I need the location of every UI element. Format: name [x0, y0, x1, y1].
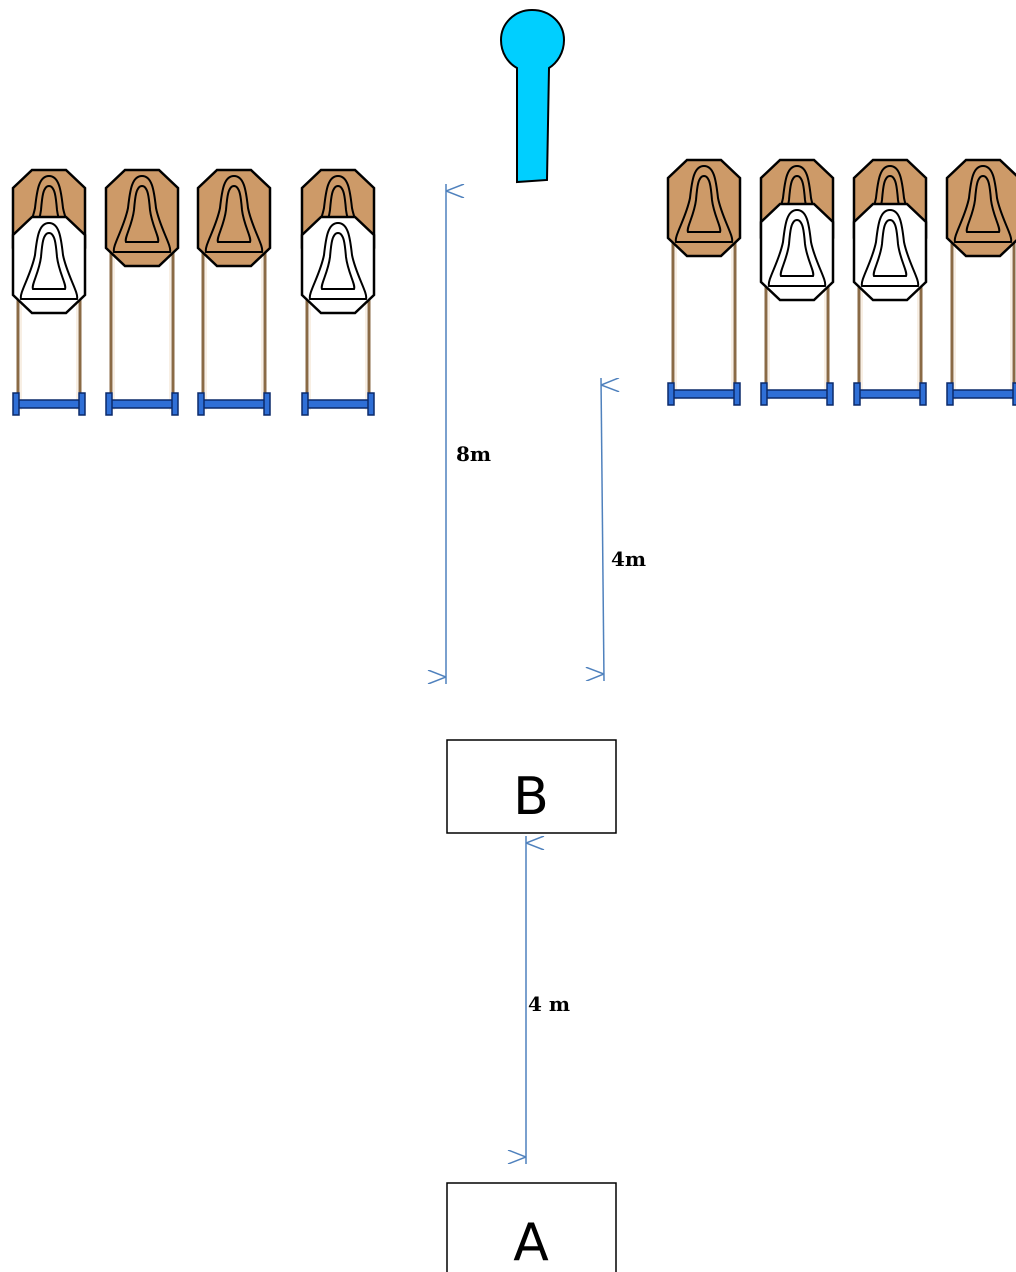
distance-label-b-to-a: 4 m: [528, 992, 570, 1016]
brown-octagon-target-icon: [666, 158, 742, 258]
left-target-group: [11, 168, 376, 417]
distance-label-4m: 4m: [611, 547, 646, 571]
popper-target-icon: [499, 8, 566, 184]
white-octagon-target-icon: [759, 202, 835, 302]
brown-octagon-target-icon: [196, 168, 272, 268]
white-octagon-target-icon: [300, 215, 376, 315]
distance-arrow-4m-right: [601, 378, 604, 681]
white-octagon-target-icon: [852, 202, 928, 302]
brown-octagon-target-icon: [945, 158, 1016, 258]
distance-label-8m: 8m: [456, 442, 491, 466]
brown-octagon-target-icon: [104, 168, 180, 268]
right-target-group: [666, 158, 1016, 407]
position-box-b: B: [446, 739, 617, 834]
position-label-a: A: [513, 1213, 549, 1272]
position-label-b: B: [513, 767, 549, 827]
position-box-a: A: [446, 1182, 617, 1272]
white-octagon-target-icon: [11, 215, 87, 315]
